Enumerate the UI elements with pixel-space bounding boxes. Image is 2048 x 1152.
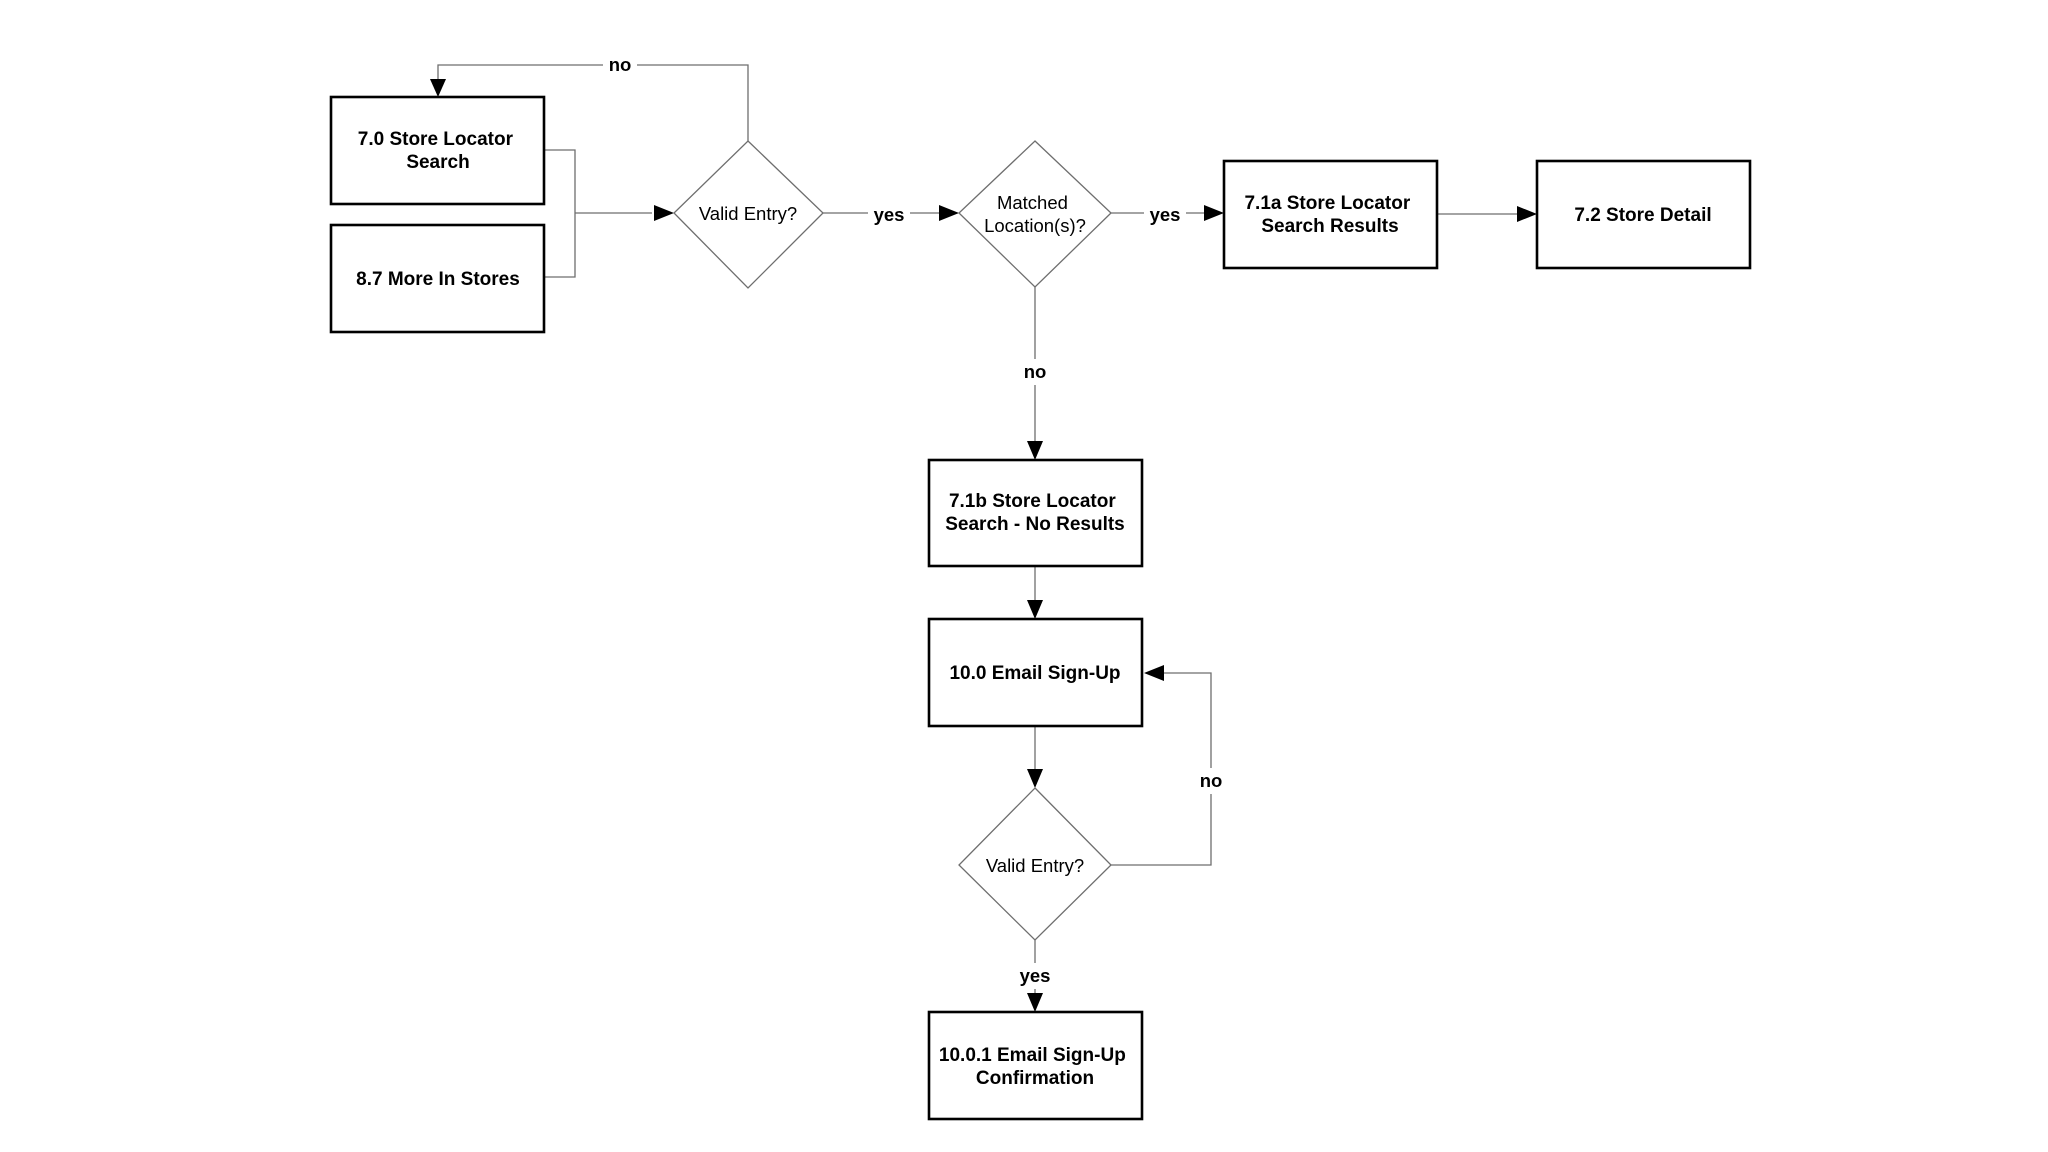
store-locator-search-line1: 7.0 Store Locator (358, 129, 514, 150)
arrowhead-icon (1027, 600, 1043, 619)
arrowhead-icon (1027, 769, 1043, 788)
edge-label-email-valid: yes (1020, 965, 1051, 986)
edge-label-location-not-matched: no (1024, 361, 1047, 382)
valid-entry-email-label: Valid Entry? (986, 855, 1084, 876)
arrowhead-icon (1027, 993, 1043, 1012)
matched-locations-line2: Location(s)? (984, 215, 1086, 236)
store-locator-search-line2: Search (406, 152, 469, 173)
edge-labels: no yes yes no no yes (603, 52, 1229, 989)
edge-label-search-invalid: no (609, 54, 632, 75)
no-results-line1: 7.1b Store Locator (949, 491, 1116, 512)
arrowheads (430, 79, 1537, 1012)
edge-label-location-matched: yes (1150, 204, 1181, 225)
more-in-stores-label: 8.7 More In Stores (356, 269, 520, 290)
merge-connector (544, 149, 576, 278)
arrowhead-icon (654, 205, 674, 221)
arrowhead-icon (430, 79, 446, 97)
arrowhead-icon (1517, 206, 1537, 222)
email-signup-label: 10.0 Email Sign-Up (949, 663, 1120, 684)
edge-label-email-invalid: no (1200, 770, 1223, 791)
store-detail-label: 7.2 Store Detail (1574, 205, 1711, 226)
search-invalid-loop-connector (437, 64, 749, 141)
email-confirmation-line2: Confirmation (976, 1068, 1094, 1089)
process-email-signup: 10.0 Email Sign-Up (927, 617, 1144, 728)
svg-text:Matched Location(s)?: Matched Location(s)? (984, 192, 1086, 236)
search-results-line2: Search Results (1261, 216, 1398, 237)
svg-text:7.1a Store Locator Searc: 7.1a Store Locator Search Results (1244, 193, 1415, 237)
no-results-line2: Search - No Results (945, 514, 1125, 535)
process-store-locator-search: 7.0 Store Locator Search (329, 95, 546, 206)
matched-locations-line1: Matched (997, 192, 1068, 213)
arrowhead-icon (1027, 441, 1043, 460)
email-confirmation-line1: 10.0.1 Email Sign-Up (939, 1045, 1126, 1066)
search-results-line1: 7.1a Store Locator (1244, 193, 1410, 214)
process-store-detail: 7.2 Store Detail (1535, 159, 1752, 270)
process-email-confirmation: 10.0.1 Email Sign-Up Confirmation (927, 1010, 1144, 1121)
arrowhead-icon (1144, 665, 1164, 681)
svg-text:7.0 Store Locator Search: 7.0 Store Locator Search (358, 129, 519, 173)
process-more-in-stores: 8.7 More In Stores (329, 223, 546, 334)
svg-text:7.1b Store Locator Searc: 7.1b Store Locator Search - No Results (945, 491, 1125, 535)
svg-text:10.0.1 Email Sign-Up Con: 10.0.1 Email Sign-Up Confirmation (939, 1045, 1131, 1089)
decision-matched-locations: Matched Location(s)? (958, 140, 1112, 288)
valid-entry-search-label: Valid Entry? (699, 203, 797, 224)
process-search-results: 7.1a Store Locator Search Results (1222, 159, 1439, 270)
arrowhead-icon (939, 205, 959, 221)
edge-label-search-valid: yes (874, 204, 905, 225)
arrowhead-icon (1204, 205, 1224, 221)
process-no-results: 7.1b Store Locator Search - No Results (927, 458, 1144, 568)
decision-valid-entry-email: Valid Entry? (958, 787, 1112, 941)
decision-valid-entry-search: Valid Entry? (673, 140, 824, 289)
